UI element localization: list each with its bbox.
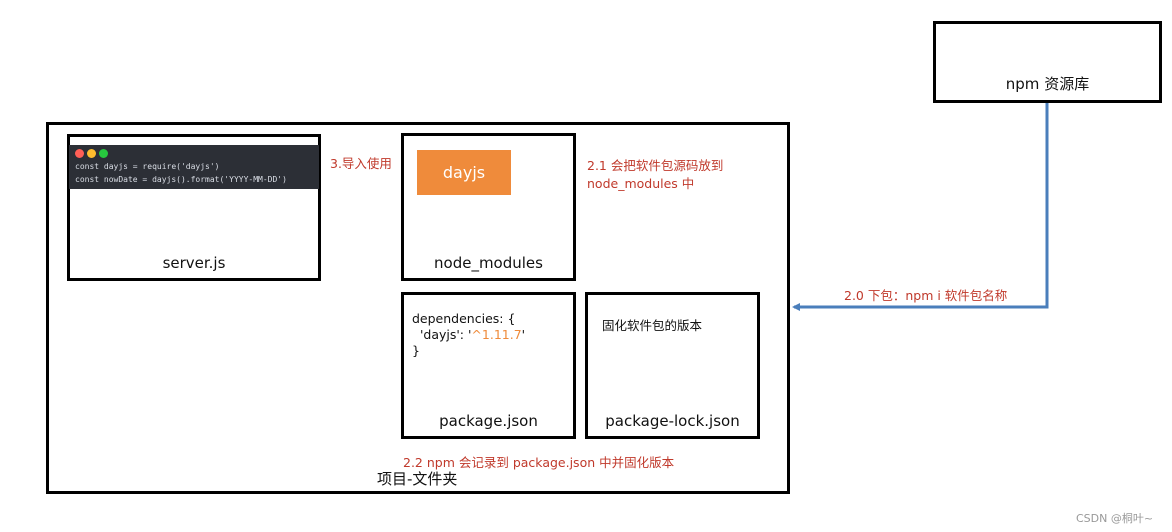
minimize-dot-icon (87, 149, 96, 158)
watermark: CSDN @桐叶~ (1076, 512, 1154, 525)
dependencies-line: dependencies: { (412, 311, 516, 326)
dayjs-key: 'dayjs': ' (412, 327, 472, 342)
step-2-1-line-2: node_modules 中 (587, 176, 695, 191)
step-3-label: 3.导入使用 (330, 156, 392, 171)
step-2-0-label: 2.0 下包：npm i 软件包名称 (844, 288, 1008, 303)
maximize-dot-icon (99, 149, 108, 158)
node-modules-label: node_modules (434, 254, 543, 272)
npm-repo-box: npm 资源库 (933, 21, 1162, 103)
closing-brace: } (412, 343, 420, 358)
close-dot-icon (75, 149, 84, 158)
package-json-label: package.json (439, 412, 538, 430)
step-2-2-label: 2.2 npm 会记录到 package.json 中并固化版本 (403, 455, 675, 470)
code-line-2: const nowDate = dayjs().format('YYYY-MM-… (75, 175, 287, 184)
dayjs-package-block: dayjs (417, 150, 511, 195)
dayjs-package-label: dayjs (442, 163, 486, 182)
package-json-box: package.json (401, 292, 576, 439)
download-arrow (792, 103, 1049, 311)
code-line-1: const dayjs = require('dayjs') (75, 162, 220, 171)
package-json-content: dependencies: { 'dayjs': '^1.11.7' } (412, 311, 525, 359)
package-lock-note: 固化软件包的版本 (602, 318, 703, 333)
project-folder-label: 项目-文件夹 (377, 470, 458, 488)
package-lock-label: package-lock.json (605, 412, 740, 430)
package-lock-box: 固化软件包的版本 package-lock.json (585, 292, 760, 439)
npm-repo-label: npm 资源库 (1005, 75, 1090, 93)
dayjs-quote-end: ' (521, 327, 526, 342)
dayjs-version: ^1.11.7 (471, 327, 522, 342)
code-editor-window: const dayjs = require('dayjs') const now… (69, 145, 319, 189)
step-2-1-line-1: 2.1 会把软件包源码放到 (587, 158, 724, 173)
server-js-label: server.js (162, 254, 226, 272)
